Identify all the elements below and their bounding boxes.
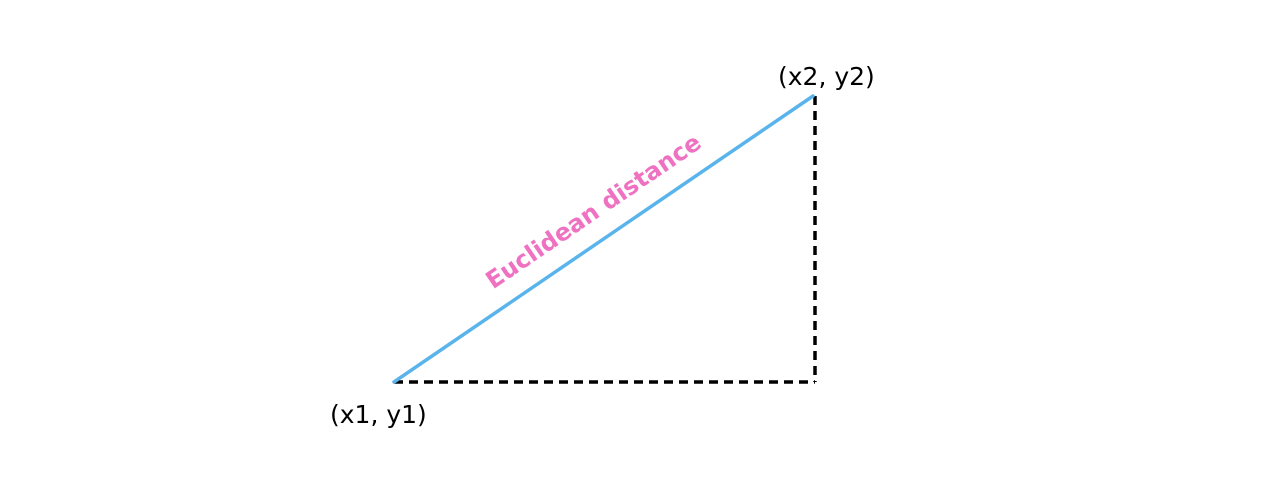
hypotenuse-label: Euclidean distance (481, 128, 707, 294)
hypotenuse-line (392, 94, 815, 384)
start-point-label: (x1, y1) (330, 400, 427, 429)
end-point-label: (x2, y2) (778, 62, 875, 91)
